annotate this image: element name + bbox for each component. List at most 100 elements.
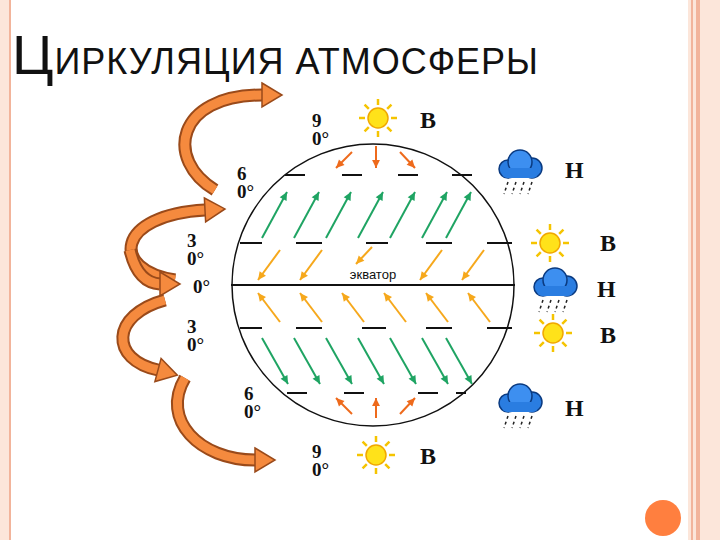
arrow-head bbox=[280, 192, 287, 201]
sun-ray bbox=[559, 252, 563, 256]
rain bbox=[547, 300, 551, 312]
arrow-head bbox=[407, 398, 415, 407]
rain bbox=[504, 416, 508, 428]
frame-line bbox=[9, 0, 11, 540]
rain bbox=[539, 300, 543, 312]
sun-ray bbox=[359, 117, 365, 120]
arrow-head bbox=[409, 375, 416, 384]
parallel-dash bbox=[296, 242, 322, 244]
arrow-head bbox=[336, 398, 344, 406]
sun-ray bbox=[534, 332, 540, 335]
rain bbox=[555, 300, 559, 312]
sun-ray bbox=[377, 131, 380, 137]
wind-arrow bbox=[294, 192, 319, 238]
sun-ray bbox=[357, 454, 363, 457]
pressure-label: В bbox=[420, 107, 436, 134]
latitude-label: 30° bbox=[187, 318, 209, 354]
wind-arrow bbox=[258, 250, 280, 280]
equator-label: экватор bbox=[348, 267, 398, 282]
wind-arrow bbox=[300, 293, 322, 322]
rain bbox=[512, 182, 516, 194]
parallel-dash bbox=[362, 327, 386, 329]
pressure-label: Н bbox=[597, 276, 616, 303]
parallel-dash bbox=[342, 174, 362, 176]
arrow-head bbox=[408, 192, 415, 201]
sun-ray bbox=[537, 252, 541, 256]
pressure-label: Н bbox=[565, 157, 584, 184]
arrow-head bbox=[313, 375, 320, 384]
arrow-head bbox=[407, 159, 415, 168]
arrow-head bbox=[441, 375, 448, 384]
parallel-dash bbox=[418, 392, 438, 394]
pressure-label: В bbox=[420, 443, 436, 470]
parallel-dash bbox=[426, 242, 452, 244]
wind-arrow bbox=[390, 338, 416, 384]
sun-ray bbox=[552, 346, 555, 352]
rain bbox=[528, 416, 532, 428]
wind-arrow bbox=[300, 250, 322, 280]
sun-ray bbox=[363, 464, 367, 468]
orange-dot bbox=[645, 500, 681, 536]
frame-line bbox=[696, 0, 700, 540]
sun-ray bbox=[387, 127, 391, 131]
arrow-head bbox=[344, 192, 351, 201]
cell-arrow bbox=[177, 378, 255, 460]
equator-line bbox=[231, 284, 515, 286]
parallel-dash bbox=[285, 174, 305, 176]
sun-icon bbox=[540, 233, 560, 253]
arrow-head bbox=[465, 375, 472, 384]
latitude-label: 60° bbox=[244, 385, 266, 421]
sun-ray bbox=[562, 320, 566, 324]
latitude-label: 0° bbox=[193, 278, 215, 296]
rain bbox=[520, 416, 524, 428]
earth-outline bbox=[232, 144, 514, 426]
wind-arrow bbox=[326, 192, 351, 238]
rain bbox=[563, 300, 567, 312]
parallel-dash bbox=[240, 327, 262, 329]
sun-ray bbox=[563, 242, 569, 245]
sun-ray bbox=[531, 242, 537, 245]
rain bbox=[528, 182, 532, 194]
parallel-dash bbox=[240, 242, 262, 244]
cell-arrow-head bbox=[155, 358, 177, 381]
cell-arrow bbox=[130, 250, 160, 284]
slide-title: ЦИРКУЛЯЦИЯ АТМОСФЕРЫ bbox=[12, 22, 539, 87]
cloud-icon bbox=[537, 286, 573, 296]
cell-arrow bbox=[123, 300, 165, 370]
cell-arrow bbox=[130, 250, 160, 284]
wind-arrow bbox=[422, 192, 447, 238]
wind-arrow bbox=[426, 293, 448, 322]
sun-ray bbox=[389, 454, 395, 457]
wind-arrow bbox=[468, 293, 490, 322]
sun-ray bbox=[375, 468, 378, 474]
arrow-head bbox=[462, 271, 470, 280]
pressure-label: В bbox=[600, 230, 616, 257]
sun-ray bbox=[375, 436, 378, 442]
parallel-dash bbox=[366, 242, 388, 244]
sun-icon bbox=[366, 445, 386, 465]
wind-arrow bbox=[258, 293, 280, 322]
arrow-head bbox=[281, 375, 288, 384]
arrow-head bbox=[464, 192, 471, 201]
parallel-dash bbox=[296, 327, 322, 329]
wind-arrow bbox=[462, 250, 484, 280]
sun-icon bbox=[543, 323, 563, 343]
wind-arrow bbox=[400, 152, 415, 168]
arrow-head bbox=[426, 293, 434, 302]
cell-arrow-head bbox=[255, 448, 275, 472]
sun-ray bbox=[540, 320, 544, 324]
wind-arrow bbox=[336, 152, 352, 168]
sun-ray bbox=[552, 314, 555, 320]
rain bbox=[512, 416, 516, 428]
parallel-dash bbox=[426, 327, 452, 329]
cell-arrow bbox=[123, 300, 165, 370]
wind-arrow bbox=[400, 398, 415, 414]
arrow-head bbox=[420, 271, 428, 280]
sun-ray bbox=[549, 224, 552, 230]
cloud-icon bbox=[502, 402, 538, 412]
parallel-dash bbox=[344, 392, 364, 394]
pressure-label: В bbox=[600, 322, 616, 349]
latitude-label: 90° bbox=[312, 443, 334, 479]
cell-arrow bbox=[177, 378, 255, 460]
arrow-head bbox=[372, 398, 380, 406]
